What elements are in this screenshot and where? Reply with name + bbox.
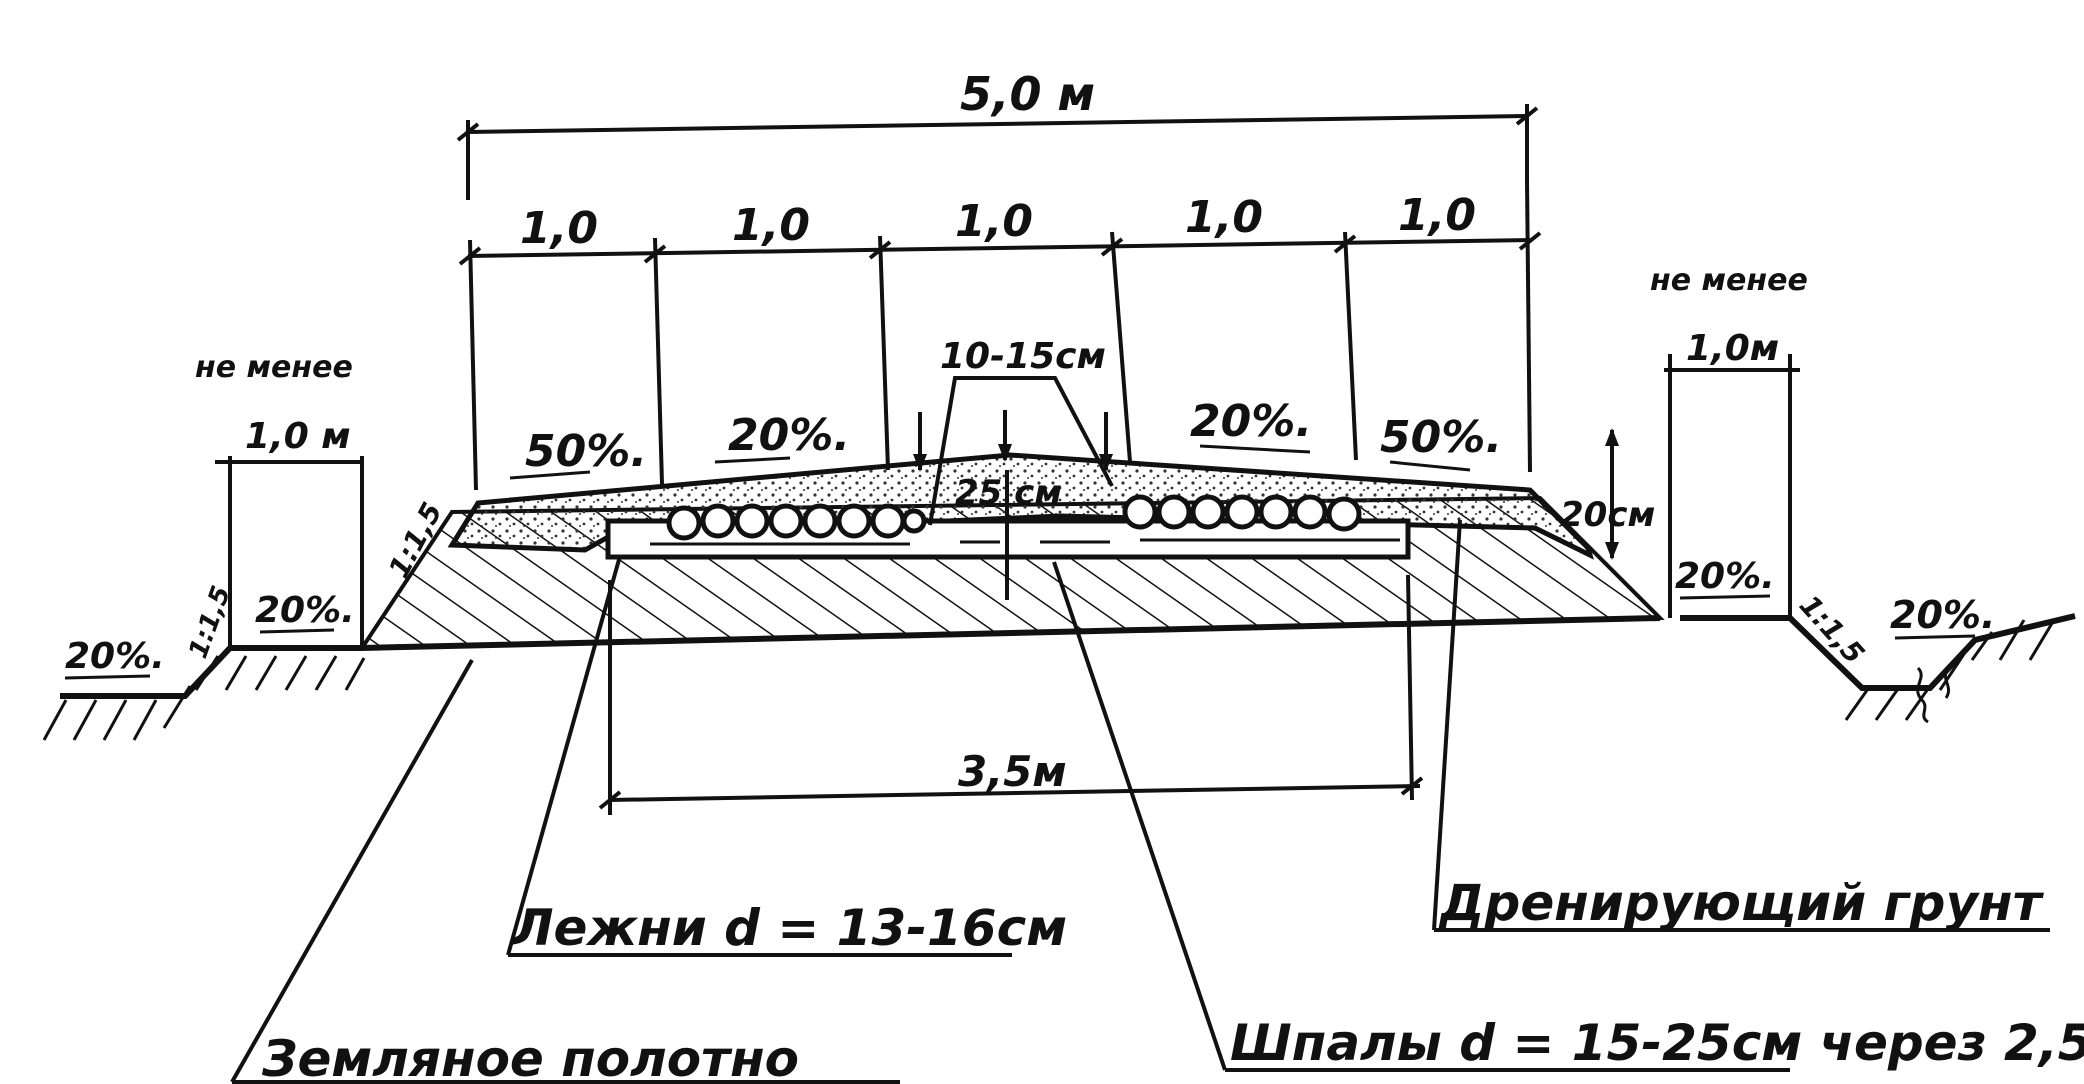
slope-top-4: 50%. <box>1380 412 1502 463</box>
logs-right <box>1122 494 1362 532</box>
left-berm-width: 1,0 м <box>245 416 351 457</box>
subgrade-base-line <box>361 615 1661 651</box>
segment-label-4: 1,0 <box>1185 192 1263 243</box>
logs-left <box>666 503 927 541</box>
ground-hatch <box>42 619 2056 741</box>
base-width-dimension <box>598 574 1424 815</box>
slope-left-outer: 20%. <box>65 636 165 677</box>
slope-top-1: 50%. <box>525 426 647 477</box>
right-berm-dimension <box>1664 354 1800 618</box>
slope-top-3: 20%. <box>1190 396 1312 447</box>
left-berm-dimension <box>215 456 364 650</box>
right-berm-width: 1,0м <box>1686 328 1779 369</box>
slope-right-berm: 20%. <box>1675 556 1775 597</box>
slope-left-berm: 20%. <box>255 590 355 631</box>
right-berm-note: не менее <box>1650 263 1808 298</box>
sleeper-grain <box>650 538 1400 546</box>
slope-right-outer: 20%. <box>1890 593 1995 637</box>
center-depth-label: 25 см <box>955 473 1062 513</box>
segment-label-3: 1,0 <box>955 196 1033 247</box>
left-berm-note: не менее <box>195 350 353 385</box>
subgrade-callout: Земляное полотно <box>261 1030 799 1084</box>
slope-arrows <box>64 444 1976 680</box>
logs-callout: Лежни d = 13-16см <box>510 899 1067 957</box>
dimension-total <box>456 104 1539 200</box>
dimension-segments <box>458 179 1542 491</box>
sleepers-callout: Шпалы d = 15-25см через 2,5 м <box>1230 1014 2084 1072</box>
base-width-label: 3,5м <box>958 747 1067 796</box>
crown-range-label: 10-15см <box>940 336 1106 377</box>
total-width-label: 5,0 м <box>960 67 1095 121</box>
drain-detail <box>1916 666 1951 724</box>
segment-label-5: 1,0 <box>1398 190 1476 241</box>
drainage-callout: Дренирующий грунт <box>1438 874 2045 932</box>
slope-top-2: 20%. <box>728 410 850 461</box>
edge-depth-marker <box>1605 428 1619 560</box>
crown-callout <box>913 376 1114 600</box>
segment-label-1: 1,0 <box>520 203 598 254</box>
leader-lines <box>230 519 2050 1084</box>
segment-label-2: 1,0 <box>732 200 810 251</box>
edge-depth-label: 20см <box>1560 495 1655 535</box>
